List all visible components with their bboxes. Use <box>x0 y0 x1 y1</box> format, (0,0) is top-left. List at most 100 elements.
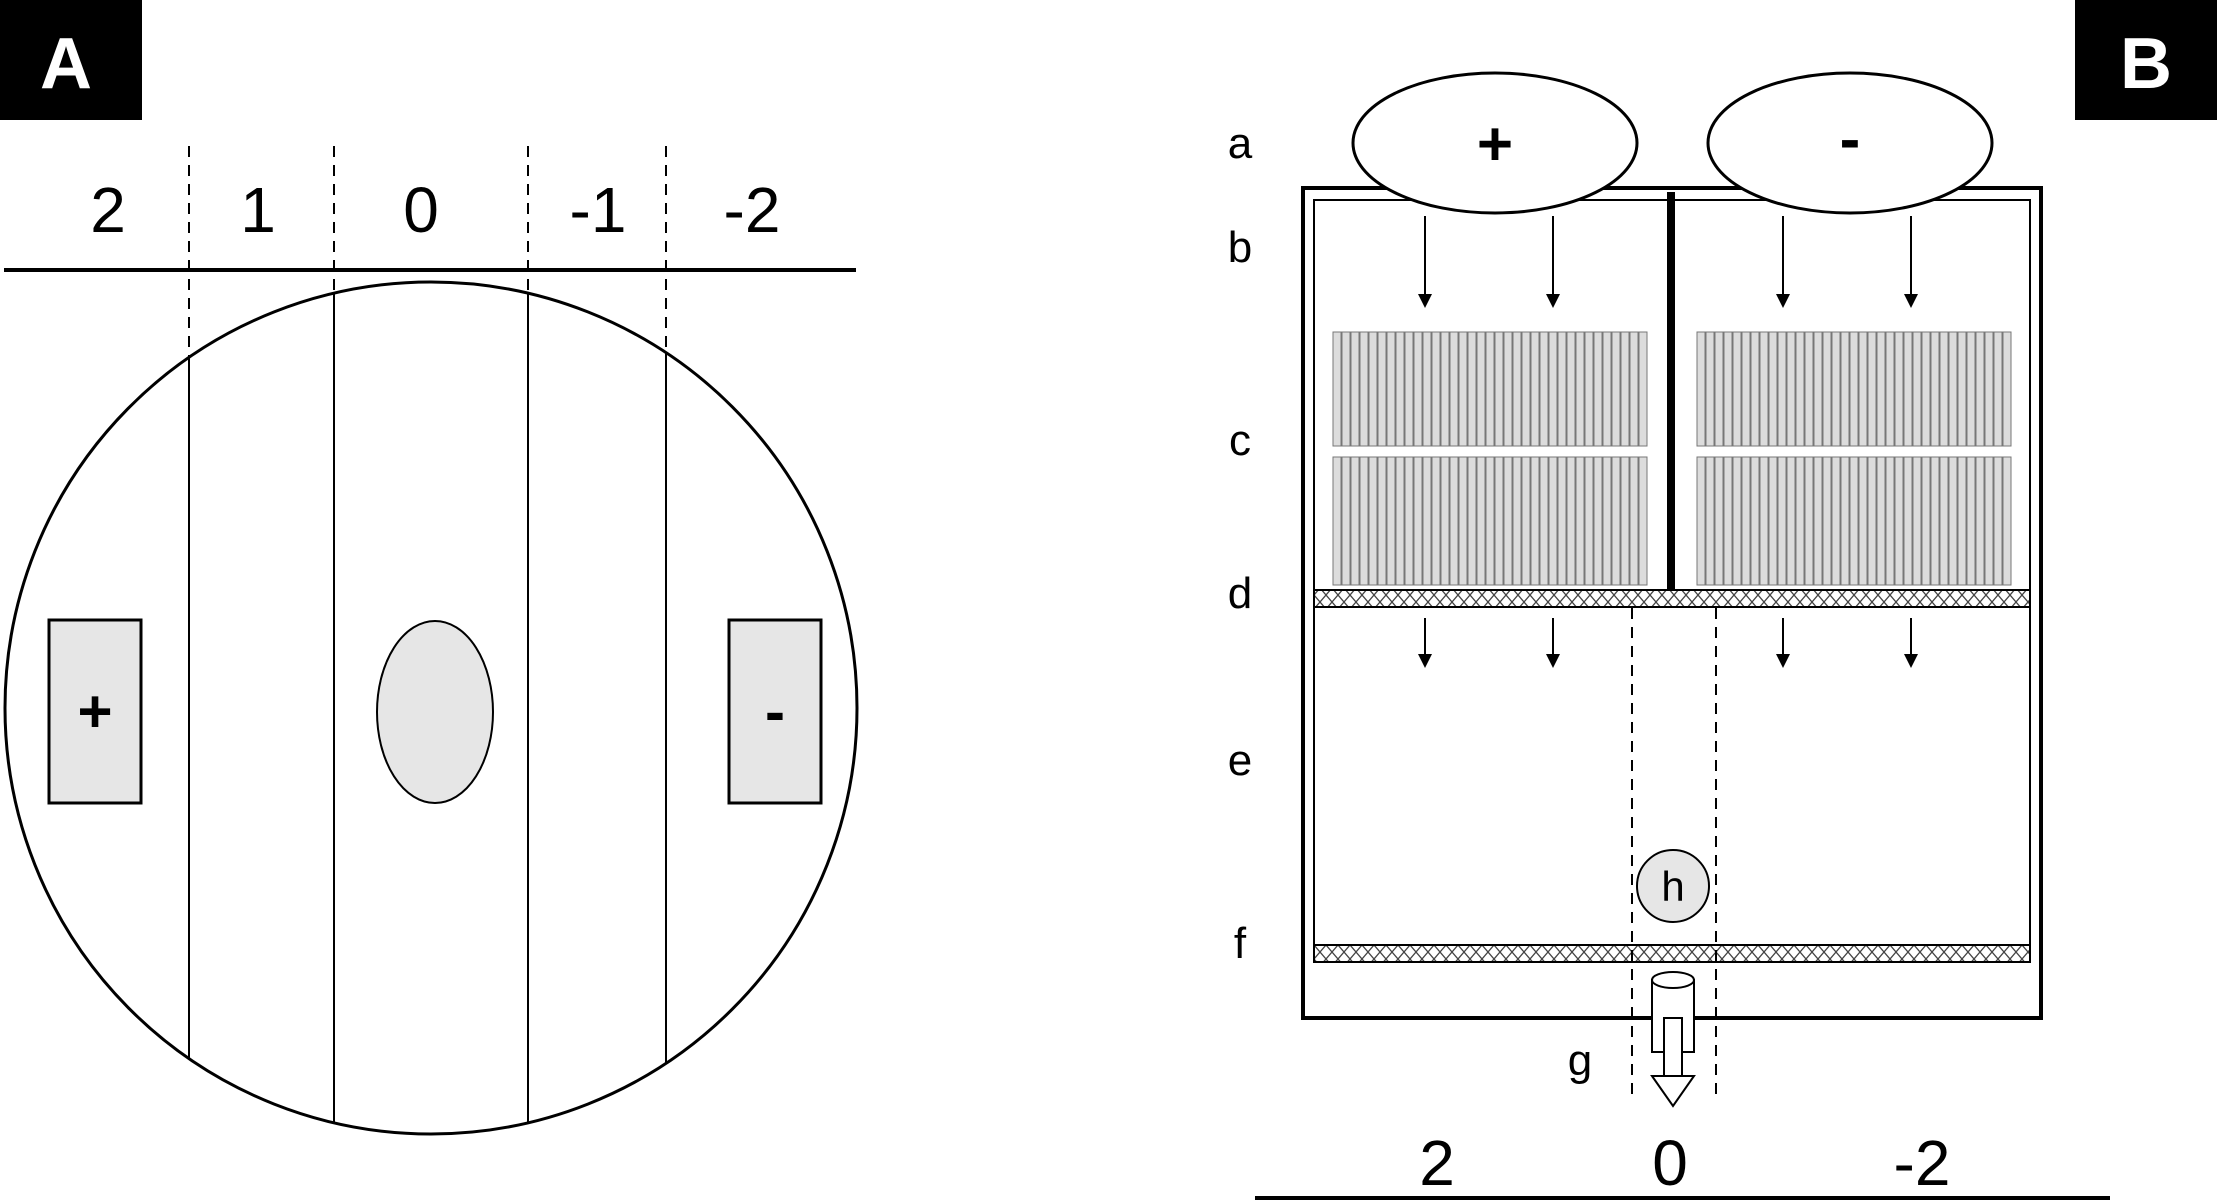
flow-arrow <box>1418 618 1432 668</box>
flow-arrow <box>1776 618 1790 668</box>
tube <box>1638 331 1648 447</box>
panel-b-scale-0: 0 <box>1652 1127 1688 1199</box>
tube <box>1822 331 1832 447</box>
tube <box>1696 331 1706 447</box>
row-label-e: e <box>1228 736 1252 785</box>
tube <box>1921 331 1931 447</box>
tube <box>1948 456 1958 586</box>
panel-b-anode-sign: + <box>1477 110 1513 179</box>
petri-dish <box>3 280 859 1136</box>
tube <box>1593 456 1603 586</box>
tube <box>1512 331 1522 447</box>
tube <box>1741 331 1751 447</box>
tube <box>1768 331 1778 447</box>
tube <box>1696 456 1706 586</box>
tube-block <box>1332 331 1648 447</box>
panel-a-scale-neg2: -2 <box>724 174 781 246</box>
panel-b-scale-2: 2 <box>1419 1127 1455 1199</box>
tube <box>1593 331 1603 447</box>
tube <box>1714 331 1724 447</box>
flow-arrows <box>1418 216 1918 668</box>
tube <box>1395 331 1405 447</box>
sample-corridor-guides <box>1631 608 1717 1095</box>
tube <box>1611 331 1621 447</box>
tube <box>1359 456 1369 586</box>
tube <box>1548 456 1558 586</box>
panel-b-tag: B <box>2120 24 2172 104</box>
tube <box>1485 331 1495 447</box>
tube <box>1849 456 1859 586</box>
tube <box>1939 331 1949 447</box>
tube <box>1966 331 1976 447</box>
sample-h <box>1636 849 1710 923</box>
tube <box>1584 331 1594 447</box>
row-label-c: c <box>1229 416 1251 465</box>
tube <box>1732 331 1742 447</box>
tube <box>1714 456 1724 586</box>
tube <box>1831 456 1841 586</box>
panel-a-scale-0: 0 <box>403 174 439 246</box>
tube <box>1993 456 2003 586</box>
tube-arrays <box>1332 331 2012 586</box>
tube <box>1804 331 1814 447</box>
tube <box>1449 331 1459 447</box>
tube <box>1786 456 1796 586</box>
tube <box>1485 456 1495 586</box>
tube <box>1759 331 1769 447</box>
tube <box>2002 456 2012 586</box>
tube <box>1350 456 1360 586</box>
tube <box>1894 331 1904 447</box>
outlet-g <box>1650 971 1696 1108</box>
tube <box>1359 331 1369 447</box>
tube <box>1440 456 1450 586</box>
tube <box>1341 456 1351 586</box>
tube <box>1840 456 1850 586</box>
tube <box>1530 456 1540 586</box>
tube <box>1476 456 1486 586</box>
tube <box>1575 331 1585 447</box>
tube <box>1966 456 1976 586</box>
flow-arrow <box>1418 216 1432 308</box>
tube <box>1566 331 1576 447</box>
tube <box>1705 456 1715 586</box>
tube <box>1539 331 1549 447</box>
tube <box>1831 331 1841 447</box>
tube <box>1566 456 1576 586</box>
tube <box>1611 456 1621 586</box>
row-label-d: d <box>1228 569 1252 618</box>
tube <box>1494 456 1504 586</box>
panel-a: A 2 1 0 -1 -2 + - <box>0 0 859 1136</box>
row-label-g: g <box>1568 1036 1592 1085</box>
tube <box>1921 456 1931 586</box>
tube <box>1530 331 1540 447</box>
tube <box>1984 331 1994 447</box>
tube <box>1341 331 1351 447</box>
panel-a-cathode <box>727 618 823 805</box>
tube <box>1557 456 1567 586</box>
tube <box>1368 456 1378 586</box>
tube <box>1332 331 1342 447</box>
tube <box>1431 456 1441 586</box>
tube <box>1476 331 1486 447</box>
tube <box>1503 331 1513 447</box>
tube <box>1813 456 1823 586</box>
tube <box>1903 456 1913 586</box>
tube <box>1795 331 1805 447</box>
tube <box>1867 331 1877 447</box>
tube <box>1386 456 1396 586</box>
tube <box>1602 331 1612 447</box>
panel-b-cathode-electrode <box>1706 71 1994 215</box>
panel-a-dashed-guides <box>188 146 667 374</box>
tube <box>1350 331 1360 447</box>
tube <box>1723 456 1733 586</box>
tube <box>1912 331 1922 447</box>
panel-a-anode-sign: + <box>77 678 112 745</box>
panel-a-anode <box>47 618 143 805</box>
tube <box>1876 331 1886 447</box>
tube <box>1431 331 1441 447</box>
tube <box>1458 331 1468 447</box>
tube <box>1741 456 1751 586</box>
tube <box>1858 456 1868 586</box>
tube <box>1575 456 1585 586</box>
